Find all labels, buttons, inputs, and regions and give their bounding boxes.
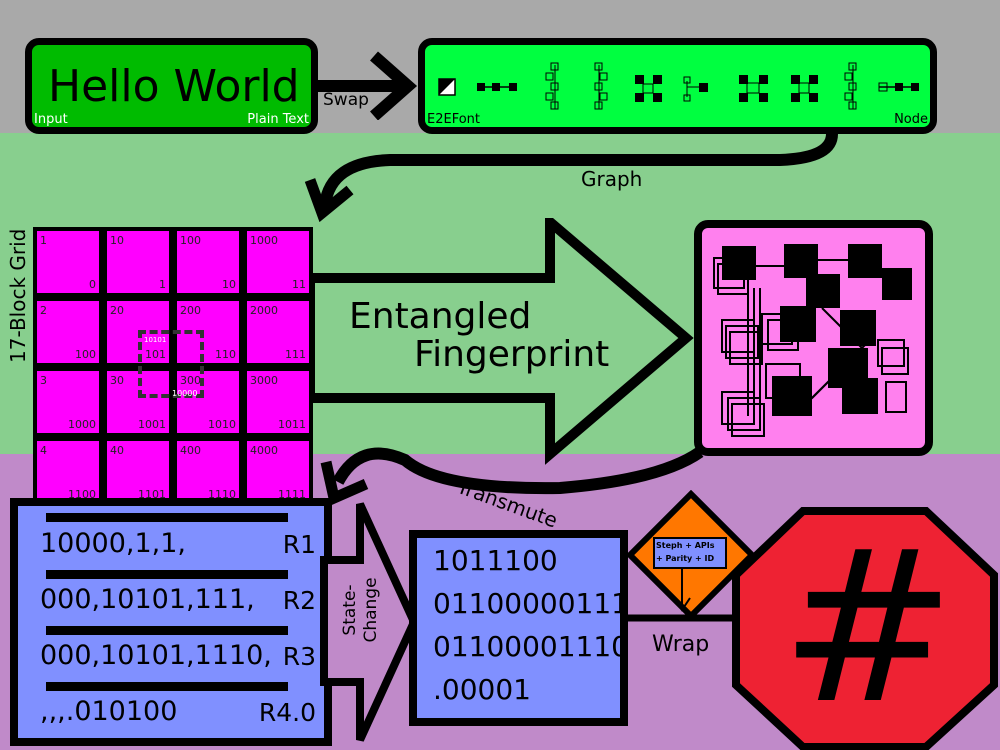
e2efont-label: E2EFont xyxy=(427,112,481,127)
entangled-line1: Entangled xyxy=(349,296,532,337)
grid-cell-binary: 1101 xyxy=(138,488,166,501)
register-bar xyxy=(46,513,288,522)
binary-line: 01100001110 xyxy=(433,630,629,663)
hash-octagon xyxy=(732,507,998,750)
grid-cell-binary: 110 xyxy=(215,348,236,361)
graph-label: Graph xyxy=(581,167,643,191)
register-bar xyxy=(46,626,288,635)
grid-cell: 2 100 xyxy=(33,297,103,367)
grid-cell-binary: 0 xyxy=(89,278,96,291)
grid-cell-value: 100 xyxy=(180,234,201,247)
swap-arrow xyxy=(316,51,418,120)
register-tag: R1 xyxy=(282,530,316,559)
register-value: ,,,.010100 xyxy=(40,696,178,727)
grid-cell-value: 1 xyxy=(40,234,47,247)
register-value: 10000,1,1, xyxy=(40,528,186,559)
grid-cell-value: 20 xyxy=(110,304,124,317)
grid-cell-value: 10 xyxy=(110,234,124,247)
grid-cell-value: 30 xyxy=(110,374,124,387)
swap-label: Swap xyxy=(323,90,369,110)
overlay-bottom-bits: 10000 xyxy=(172,389,198,398)
input-label: Input xyxy=(34,112,68,127)
register-tag: R2 xyxy=(282,586,316,615)
grid-cell-binary: 11 xyxy=(292,278,306,291)
register-tag: R3 xyxy=(282,642,316,671)
grid-cell: 300 1010 xyxy=(173,367,243,437)
grid-cell-value: 40 xyxy=(110,444,124,457)
grid-cell-binary: 101 xyxy=(145,348,166,361)
diamond-line1: Steph + APIs xyxy=(656,541,715,550)
register-value: 000,10101,111, xyxy=(40,584,255,615)
grid-cell: 100 10 xyxy=(173,227,243,297)
font-box: E2EFont Node xyxy=(418,38,937,134)
grid-cell-value: 400 xyxy=(180,444,201,457)
register-bar xyxy=(46,682,288,691)
grid-cell-binary: 1001 xyxy=(138,418,166,431)
binary-line: .00001 xyxy=(433,673,531,706)
node-glyphs xyxy=(438,62,919,110)
grid-cell-value: 3 xyxy=(40,374,47,387)
state-change-line2: Change xyxy=(361,577,381,643)
grid-cell: 3 1000 xyxy=(33,367,103,437)
wrap-label: Wrap xyxy=(652,632,710,657)
register-bar xyxy=(46,570,288,579)
grid-cell-value: 4000 xyxy=(250,444,278,457)
grid-cell-binary: 1010 xyxy=(208,418,236,431)
grid-cell-binary: 1110 xyxy=(208,488,236,501)
overlay-top-bits: 10101 xyxy=(144,336,167,344)
fingerprint-box xyxy=(694,220,933,456)
entangled-line2: Fingerprint xyxy=(414,334,610,375)
grid-cell-binary: 1100 xyxy=(68,488,96,501)
grid-cell-binary: 1111 xyxy=(278,488,306,501)
grid-cell-binary: 1000 xyxy=(68,418,96,431)
grid-cell-binary: 111 xyxy=(285,348,306,361)
input-title: Hello World xyxy=(48,61,300,112)
grid-cell-value: 300 xyxy=(180,374,201,387)
grid-cell: 4 1100 xyxy=(33,437,103,507)
state-change-line1: State- xyxy=(340,584,360,636)
fingerprint-pattern xyxy=(713,244,912,437)
diamond-line2: + Parity + ID xyxy=(656,554,715,563)
input-box: Hello World Input Plain Text xyxy=(25,38,318,134)
grid-cell: 10 1 xyxy=(103,227,173,297)
node-label: Node xyxy=(894,112,928,127)
binary-box: 1011100 01100000111 01100001110 .00001 xyxy=(409,530,629,726)
binary-line: 1011100 xyxy=(433,544,558,577)
grid-cell: 1000 11 xyxy=(243,227,313,297)
grid-cell-binary: 1 xyxy=(159,278,166,291)
grid-overlay-dashed xyxy=(138,330,204,398)
grid-cell-binary: 10 xyxy=(222,278,236,291)
binary-line: 01100000111 xyxy=(433,587,629,620)
parity-diamond xyxy=(626,490,756,620)
grid-cell-value: 3000 xyxy=(250,374,278,387)
grid-cell-value: 4 xyxy=(40,444,47,457)
grid-cell-value: 1000 xyxy=(250,234,278,247)
grid-cell-value: 2000 xyxy=(250,304,278,317)
grid-cell-binary: 100 xyxy=(75,348,96,361)
hash-symbol: # xyxy=(780,505,956,750)
registers-box: 10000,1,1, R1 000,10101,111, R2 000,10101,11… xyxy=(10,498,332,746)
grid-cell-value: 200 xyxy=(180,304,201,317)
register-tag: R4.0 xyxy=(258,698,316,727)
state-change-arrow xyxy=(320,502,419,742)
plain-text-label: Plain Text xyxy=(247,112,309,127)
entangled-arrow xyxy=(310,218,694,465)
grid-cell-value: 2 xyxy=(40,304,47,317)
grid-cell: 2000 111 xyxy=(243,297,313,367)
grid-cell-binary: 1011 xyxy=(278,418,306,431)
register-value: 000,10101,1110, xyxy=(40,640,272,671)
